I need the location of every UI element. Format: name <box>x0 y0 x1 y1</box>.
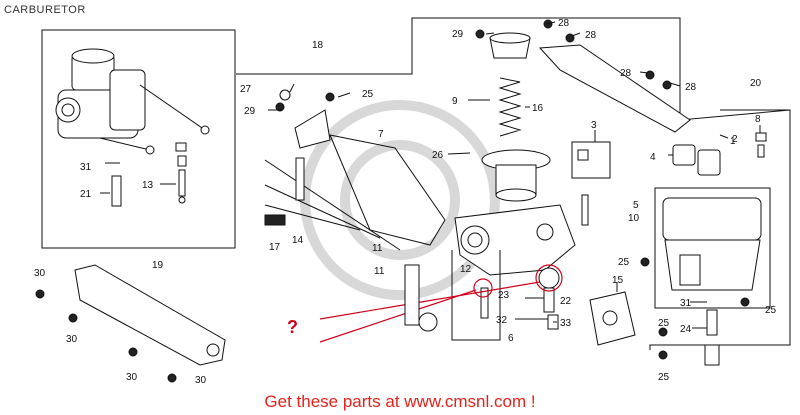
footer-cta-link[interactable]: Get these parts at www.cmsnl.com ! <box>264 392 536 411</box>
callout-28-d: 28 <box>685 82 697 93</box>
page-title: CARBURETOR <box>4 4 86 16</box>
callout-5: 5 <box>633 200 639 211</box>
bracket-19 <box>74 264 226 366</box>
callout-10: 10 <box>628 213 640 224</box>
carburetor-assembly-icon <box>55 48 210 155</box>
cover-bracket-top <box>538 44 691 133</box>
lever-arm-27 <box>279 89 331 149</box>
callout-2: 2 <box>732 134 738 145</box>
callout-1: 1 <box>730 136 736 147</box>
callout-30-b: 30 <box>66 334 78 345</box>
jet-group-frame-3 <box>571 141 611 179</box>
drain-tube-24 <box>704 309 720 366</box>
callout-29-a: 29 <box>244 106 256 117</box>
choke-plunger-12 <box>404 264 438 332</box>
callout-25-e: 25 <box>658 372 670 383</box>
float-bowl <box>662 197 762 291</box>
callout-11-b: 11 <box>374 266 385 277</box>
float-valve-8 <box>755 132 767 158</box>
callout-7: 7 <box>378 129 384 140</box>
callout-16: 16 <box>532 103 544 114</box>
highlight-markers <box>319 264 563 343</box>
callout-12: 12 <box>460 264 472 275</box>
float-pin-21 <box>111 175 122 207</box>
callout-28-a: 28 <box>558 18 570 29</box>
callout-23: 23 <box>498 290 510 301</box>
callout-28-b: 28 <box>585 30 597 41</box>
callout-22: 22 <box>560 296 572 307</box>
choke-lever-7 <box>329 134 446 246</box>
callout-8: 8 <box>755 114 761 125</box>
callout-25-d: 25 <box>658 318 670 329</box>
callout-25-b: 25 <box>618 257 630 268</box>
callout-6: 6 <box>508 333 514 344</box>
callout-32: 32 <box>496 315 508 326</box>
jet-group-frame-6 <box>451 250 501 341</box>
pilot-jet-column-13 <box>175 142 187 204</box>
callout-13: 13 <box>142 180 154 191</box>
callout-9: 9 <box>452 96 458 107</box>
carb-top-cap-9 <box>489 32 531 59</box>
throttle-spring-16 <box>498 77 522 137</box>
leader-lines <box>100 21 761 329</box>
callout-19: 19 <box>152 260 164 271</box>
accelerator-pump-15 <box>589 291 636 346</box>
screw-25 <box>325 92 750 360</box>
callout-4: 4 <box>650 152 656 163</box>
callout-24: 24 <box>680 324 692 335</box>
watermark-logo <box>300 100 500 300</box>
callout-15: 15 <box>612 275 624 286</box>
callout-31-a: 31 <box>80 162 92 173</box>
callout-25-c: 25 <box>765 305 777 316</box>
callout-27: 27 <box>240 84 252 95</box>
callout-3: 3 <box>591 120 597 131</box>
unknown-part-marker: ? <box>287 317 298 337</box>
callout-29-b: 29 <box>452 29 464 40</box>
callout-25-a: 25 <box>362 89 374 100</box>
callout-18: 18 <box>312 40 324 51</box>
main-jet-holder-group <box>480 267 560 330</box>
callout-17: 17 <box>269 242 281 253</box>
callout-33: 33 <box>560 318 572 329</box>
diaphragm-slide <box>481 149 551 202</box>
screw-29 <box>275 29 485 112</box>
part-callouts: 30 30 30 30 31 21 13 19 18 27 29 25 7 14… <box>34 18 777 386</box>
callout-30-a: 30 <box>34 268 46 279</box>
float-assembly-4 <box>672 144 721 176</box>
callout-20: 20 <box>750 78 762 89</box>
callout-14: 14 <box>292 235 304 246</box>
screw-30 <box>35 289 177 383</box>
callout-28-c: 28 <box>620 68 632 79</box>
callout-26: 26 <box>432 150 444 161</box>
callout-11-a: 11 <box>372 243 383 254</box>
callout-30-d: 30 <box>195 375 207 386</box>
throttle-linkage-14 <box>264 157 401 251</box>
carburetor-body <box>454 204 576 276</box>
callout-30-c: 30 <box>126 372 138 383</box>
float-bowl-frame-5 <box>654 187 771 309</box>
callout-31-b: 31 <box>680 298 692 309</box>
assembly-frame-19 <box>41 29 236 249</box>
callout-21: 21 <box>80 189 92 200</box>
